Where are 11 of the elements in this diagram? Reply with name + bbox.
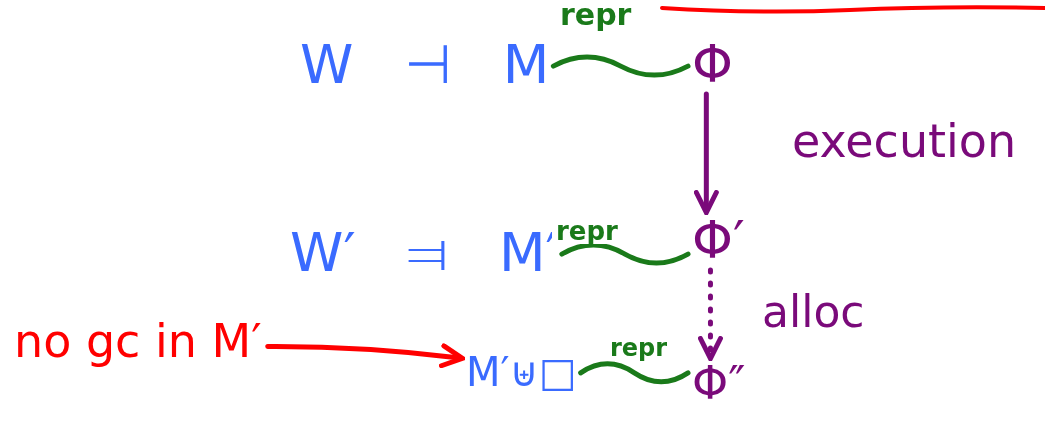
tilde-connector [550, 54, 691, 78]
tilde-connector [578, 361, 691, 385]
math-expression: M′⊎□ [466, 352, 577, 392]
tilde-connector [559, 242, 691, 266]
math-expression: Φ [692, 38, 733, 90]
math-expression: Φ′ [692, 214, 745, 266]
math-expression: Φ″ [692, 360, 746, 406]
arrow [693, 91, 719, 215]
arrow [697, 267, 723, 361]
arrow [265, 343, 465, 369]
math-expression: W ⊣ M [300, 38, 550, 92]
